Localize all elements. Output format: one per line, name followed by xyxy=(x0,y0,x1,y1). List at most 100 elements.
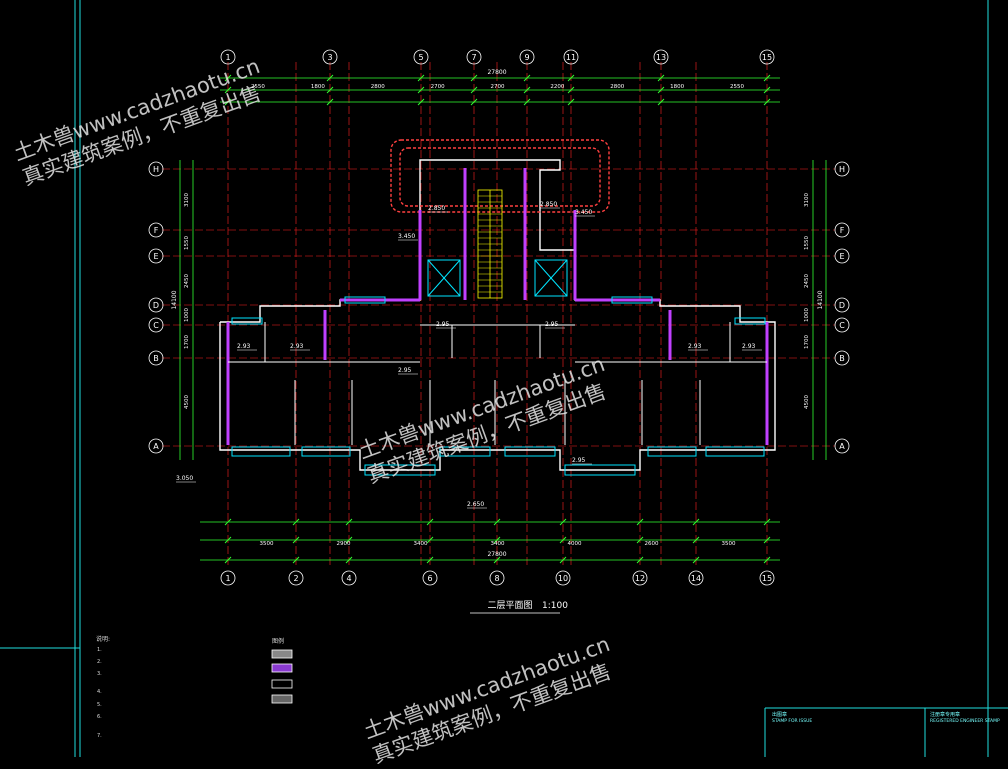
note-line-6: 6. xyxy=(97,714,102,720)
notes-header: 说明: xyxy=(96,636,111,643)
dim-text-side: 2450 xyxy=(804,274,810,288)
grid-bubble-bottom-circle xyxy=(759,570,775,586)
dim-tick xyxy=(417,98,425,106)
dim-text-side: 2450 xyxy=(184,274,190,288)
dim-tick xyxy=(763,98,771,106)
grid-bubble-left-circle xyxy=(148,350,164,366)
grid-bubble-top-circle xyxy=(413,49,429,65)
grid-bubble-left-label: A xyxy=(153,442,159,451)
grid-bubble-right-label: D xyxy=(839,301,845,310)
dim-text-top: 2800 xyxy=(371,84,385,90)
dim-text-side: 4500 xyxy=(184,395,190,409)
dim-text-bottom: 2600 xyxy=(645,541,659,547)
dim-text-bottom: 2900 xyxy=(337,541,351,547)
grid-bubble-right-circle xyxy=(834,317,850,333)
dim-tick xyxy=(567,74,575,82)
legend-symbols xyxy=(271,649,293,704)
grid-bubble-right-circle xyxy=(834,350,850,366)
grid-bubble-right-label: H xyxy=(839,165,845,174)
grid-bubble-bottom-circle xyxy=(555,570,571,586)
dim-text-bottom: 3500 xyxy=(722,541,736,547)
dim-tick xyxy=(636,556,644,564)
dim-tick xyxy=(224,74,232,82)
overall-dim-left: 14100 xyxy=(171,290,178,309)
dim-tick xyxy=(417,86,425,94)
grid-bubble-bottom-circle xyxy=(688,570,704,586)
dim-text-side: 1550 xyxy=(184,236,190,250)
dim-tick xyxy=(417,74,425,82)
grid-bubble-top-circle xyxy=(220,49,236,65)
dimension-ticks xyxy=(224,74,771,564)
grid-bubble-top-label: 1 xyxy=(225,53,230,62)
dim-text-side: 4500 xyxy=(804,395,810,409)
dim-tick xyxy=(493,556,501,564)
dim-text-side: 1700 xyxy=(804,335,810,349)
staircase xyxy=(477,189,503,299)
dim-tick xyxy=(657,74,665,82)
elevation-label: 2.95 xyxy=(436,321,450,328)
interior-walls xyxy=(228,322,767,445)
dim-text-side: 1700 xyxy=(184,335,190,349)
grid-bubble-bottom-circle xyxy=(489,570,505,586)
dim-tick xyxy=(426,556,434,564)
dim-tick xyxy=(326,98,334,106)
grid-bubble-top-circle xyxy=(322,49,338,65)
dim-tick xyxy=(523,98,531,106)
dim-tick xyxy=(523,74,531,82)
grid-bubble-bottom-label: 6 xyxy=(427,574,432,583)
elevation-label: 3.050 xyxy=(176,475,193,482)
dim-text-top: 2200 xyxy=(550,84,564,90)
dim-tick xyxy=(636,536,644,544)
elevation-label: 2.650 xyxy=(467,501,484,508)
dim-tick xyxy=(763,518,771,526)
dim-text-top: 1800 xyxy=(670,84,684,90)
dim-text-top: 1800 xyxy=(311,84,325,90)
grid-bubble-right-circle xyxy=(834,248,850,264)
elevation-label: 2.95 xyxy=(545,321,559,328)
grid-bubble-top-label: 5 xyxy=(418,53,423,62)
dim-tick xyxy=(559,518,567,526)
dim-text-bottom: 3400 xyxy=(414,541,428,547)
grid-bubble-left-circle xyxy=(148,161,164,177)
stamp-right-en: REGISTERED ENGINEER STAMP xyxy=(930,719,1000,724)
grid-bubble-top-label: 11 xyxy=(566,53,576,62)
drawing-title: 二层平面图 xyxy=(487,600,532,611)
note-line-4: 4. xyxy=(97,689,102,695)
grid-lines-vertical xyxy=(227,62,768,568)
grid-bubble-top-circle xyxy=(519,49,535,65)
dim-tick xyxy=(426,536,434,544)
overall-dim-bottom: 27800 xyxy=(487,551,506,558)
grid-bubble-bottom-circle xyxy=(632,570,648,586)
grid-bubble-bottom-label: 12 xyxy=(635,574,645,583)
dim-text-side: 3100 xyxy=(184,193,190,207)
grid-bubble-left-circle xyxy=(148,317,164,333)
dim-tick xyxy=(345,556,353,564)
grid-bubble-left-label: C xyxy=(153,321,159,330)
elevation-label: 2.850 xyxy=(428,205,445,212)
dim-tick xyxy=(657,86,665,94)
dim-text-side: 1000 xyxy=(804,308,810,322)
grid-bubble-bottom-label: 8 xyxy=(494,574,499,583)
grid-bubble-right-label: F xyxy=(840,226,845,235)
dim-tick xyxy=(692,556,700,564)
dim-tick xyxy=(559,536,567,544)
grid-bubble-left-circle xyxy=(148,297,164,313)
stamp-left-label: 出图章 xyxy=(772,712,788,718)
dim-text-top: 2550 xyxy=(251,84,265,90)
elevation-label: 2.95 xyxy=(398,367,412,374)
dim-text-side: 1000 xyxy=(184,308,190,322)
dim-tick xyxy=(470,98,478,106)
dim-text-top: 2700 xyxy=(431,84,445,90)
dim-tick xyxy=(493,536,501,544)
grid-bubble-top-circle xyxy=(563,49,579,65)
note-line-3: 3. xyxy=(97,671,102,677)
dim-tick xyxy=(567,86,575,94)
overall-dim-top: 27800 xyxy=(487,69,506,76)
grid-bubble-top-label: 9 xyxy=(524,53,529,62)
dim-tick xyxy=(636,518,644,526)
dim-tick xyxy=(470,86,478,94)
grid-bubble-bottom-circle xyxy=(422,570,438,586)
grid-bubble-bottom-label: 2 xyxy=(293,574,298,583)
